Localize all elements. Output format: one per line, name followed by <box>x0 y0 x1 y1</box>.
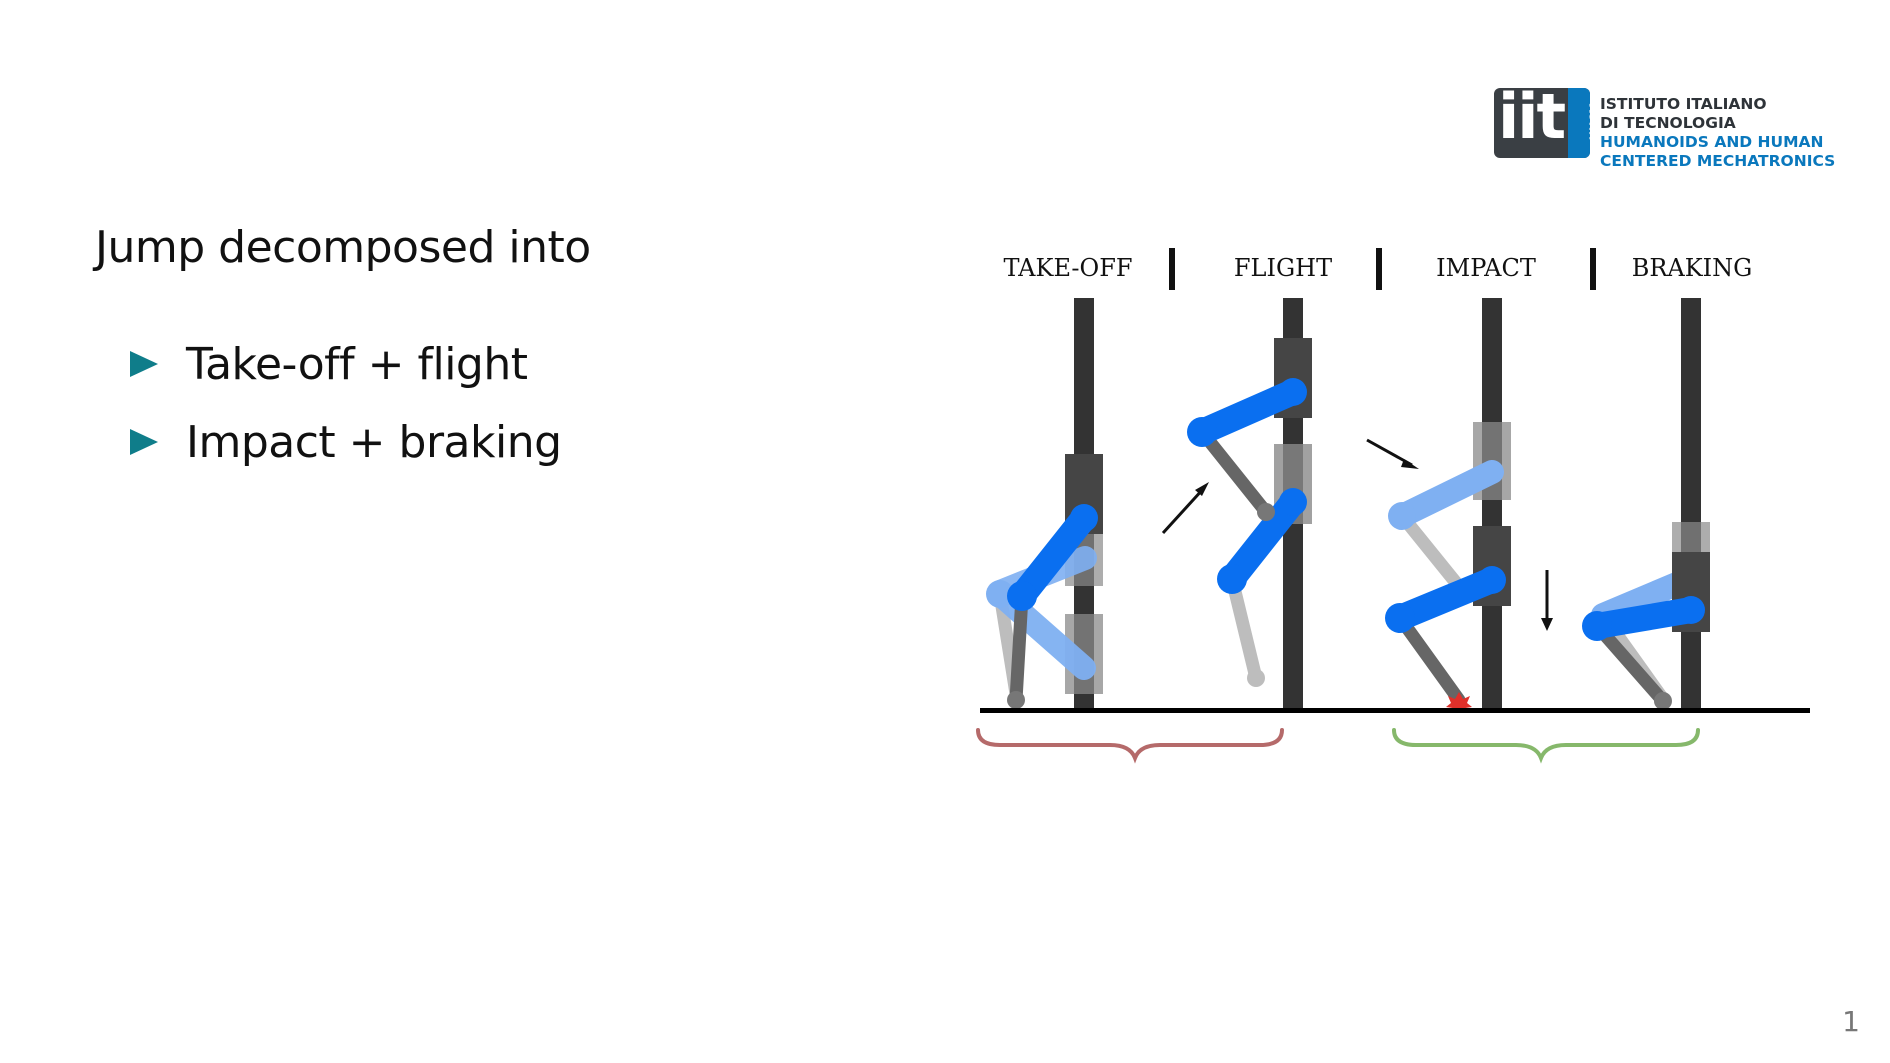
arrow-up-right-icon <box>1161 482 1209 535</box>
thigh <box>1009 505 1097 609</box>
foot <box>1257 503 1275 521</box>
phase-separator <box>1169 248 1175 290</box>
bullet-text: Take-off + flight <box>186 338 528 390</box>
phase-separator <box>1376 248 1382 290</box>
intro-text: Jump decomposed into <box>95 222 591 273</box>
shank <box>1009 589 1029 707</box>
phase-separator <box>1590 248 1596 290</box>
logo-text: ISTITUTO ITALIANO DI TECNOLOGIA HUMANOID… <box>1600 95 1835 171</box>
phase-label-impact: IMPACT <box>1436 254 1536 282</box>
logo-line: HUMANOIDS AND HUMAN <box>1600 133 1824 151</box>
knee <box>1217 564 1247 594</box>
thigh <box>1387 567 1505 631</box>
rail <box>1482 298 1502 710</box>
logo-strip <box>1568 88 1590 158</box>
hip <box>1677 596 1705 624</box>
bullet-text: Impact + braking <box>186 416 562 468</box>
knee <box>1187 417 1217 447</box>
bullet-item: Take-off + flight <box>130 325 562 403</box>
knee-ghost <box>1388 502 1416 530</box>
logo-line: DI TECNOLOGIA <box>1600 114 1736 132</box>
thigh-ghost <box>1390 460 1504 528</box>
shank <box>1195 425 1273 519</box>
bullet-list: Take-off + flight Impact + braking <box>130 325 562 481</box>
triangle-bullet-icon <box>130 429 158 455</box>
foot-ghost <box>1247 669 1265 687</box>
brace-impact-braking <box>1392 728 1700 764</box>
hip <box>1279 488 1307 516</box>
impact-star-icon <box>1446 692 1472 709</box>
triangle-bullet-icon <box>130 351 158 377</box>
logo-line: CENTERED MECHATRONICS <box>1600 152 1836 170</box>
page-number: 1 <box>1842 1005 1860 1038</box>
shank-ghost <box>1225 572 1263 685</box>
shank <box>1590 619 1670 708</box>
iit-logo: iit HHCM ISTITUTO ITALIANO DI TECNOLOGIA… <box>1494 88 1835 170</box>
thigh <box>1189 379 1306 445</box>
iit-logo-mark: iit <box>1494 88 1590 158</box>
hip <box>1070 504 1098 532</box>
shank-ghost <box>1395 509 1464 591</box>
shank <box>1393 611 1466 707</box>
hip <box>1279 378 1307 406</box>
brace-takeoff-flight <box>976 728 1284 764</box>
knee <box>1007 581 1037 611</box>
phase-label-flight: FLIGHT <box>1234 254 1332 282</box>
jump-phases-diagram: TAKE-OFF FLIGHT IMPACT BRAKING <box>976 248 1810 764</box>
rail <box>1681 298 1701 710</box>
foot <box>1007 691 1025 709</box>
arrow-down-icon <box>1541 570 1553 631</box>
logo-abbreviation: HHCM <box>1587 102 1601 141</box>
knee <box>1582 611 1612 641</box>
thigh <box>1219 489 1306 592</box>
ground-line <box>980 708 1810 713</box>
thigh <box>1584 597 1704 639</box>
knee <box>1385 603 1415 633</box>
arrow-down-right-icon <box>1366 438 1419 469</box>
logo-wordmark: iit <box>1498 88 1566 153</box>
phase-label-takeoff: TAKE-OFF <box>1003 254 1132 282</box>
logo-line: ISTITUTO ITALIANO <box>1600 95 1767 113</box>
phase-label-braking: BRAKING <box>1632 254 1753 282</box>
foot <box>1654 692 1672 710</box>
hip <box>1478 566 1506 594</box>
bullet-item: Impact + braking <box>130 403 562 481</box>
